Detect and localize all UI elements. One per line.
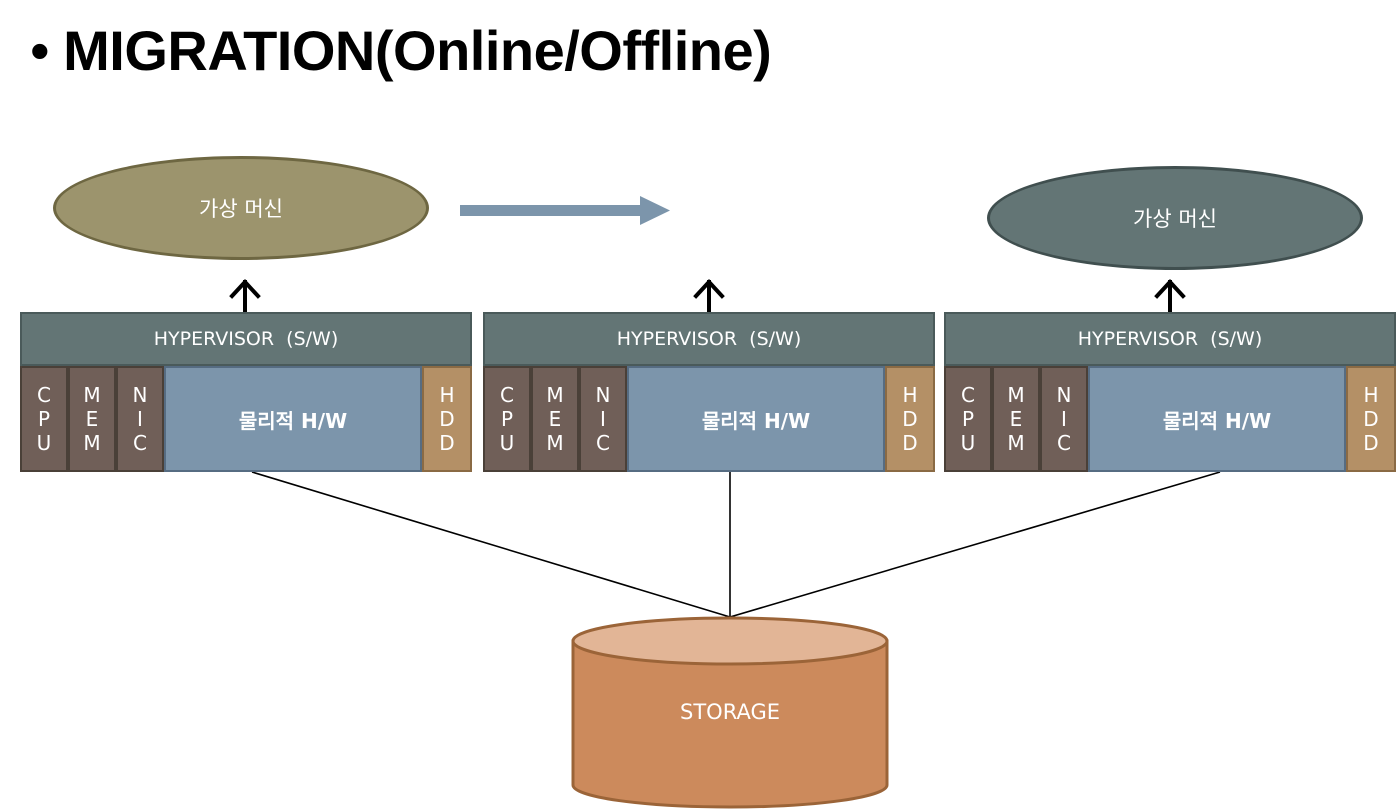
vm-source-label: 가상 머신 [199,197,283,221]
up-arrow-1 [229,279,261,313]
hypervisor-bar: HYPERVISOR (S/W) [483,312,935,366]
title-text: MIGRATION(Online/Offline) [63,19,772,82]
vm-target-ellipse: 가상 머신 [987,166,1363,270]
physical-hw-block: 물리적 H/W [164,366,422,472]
physical-hw-block: 물리적 H/W [627,366,885,472]
storage-link-1 [251,471,731,618]
up-arrow-2 [693,279,725,313]
vm-target-label: 가상 머신 [1133,207,1217,231]
migration-arrow [460,196,670,225]
vm-source-ellipse: 가상 머신 [53,156,429,260]
hypervisor-bar: HYPERVISOR (S/W) [944,312,1396,366]
storage-cylinder [571,616,889,809]
storage-link-3 [729,471,1221,618]
physical-hw-block: 물리적 H/W [1088,366,1346,472]
hypervisor-bar: HYPERVISOR (S/W) [20,312,472,366]
up-arrow-3 [1154,279,1186,313]
slide-title: •MIGRATION(Online/Offline) [30,18,772,83]
title-bullet: • [30,19,50,82]
storage-label: STORAGE [680,700,780,724]
